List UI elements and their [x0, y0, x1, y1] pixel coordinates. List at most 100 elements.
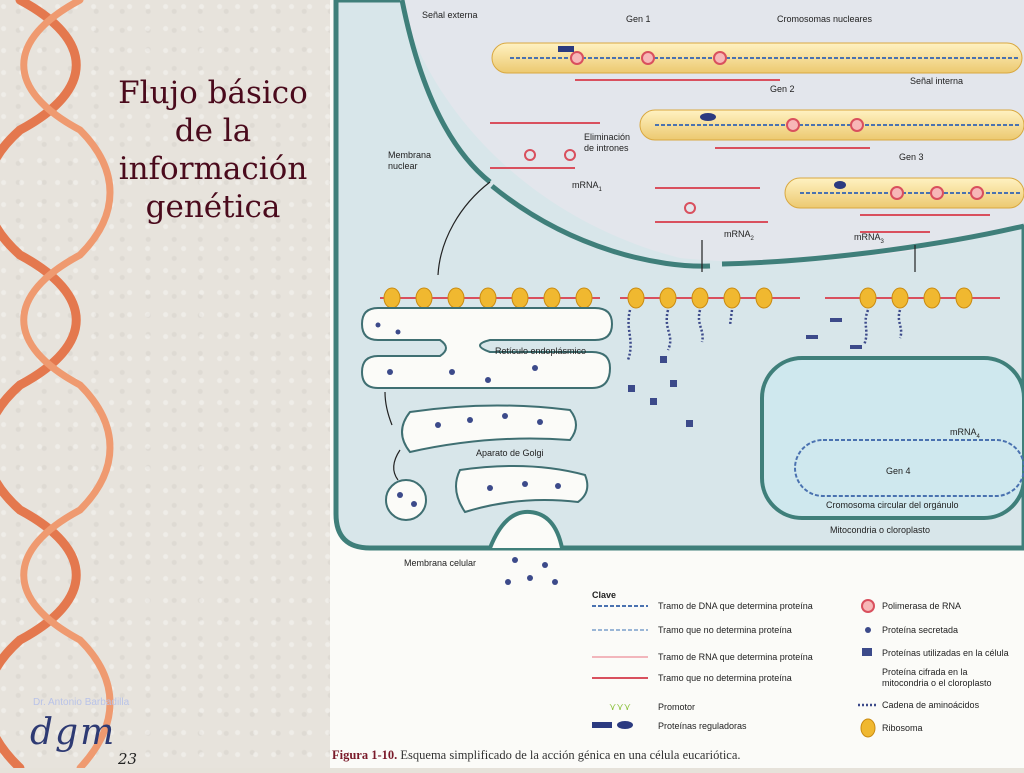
page-number: 23 [118, 750, 138, 768]
rna-polymerase [890, 186, 904, 200]
title-line: Flujo básico [118, 75, 308, 111]
ribosome [415, 287, 433, 309]
label-mrna1: mRNA1 [572, 180, 603, 193]
label-cromosomas: Cromosomas nucleares [777, 14, 873, 24]
label-mrna2: mRNA2 [724, 229, 755, 242]
author-credit: Dr. Antonio Barbadilla [33, 697, 130, 708]
ribosome [755, 287, 773, 309]
key-item: Tramo de DNA que determina proteína [658, 601, 813, 611]
slide-title: Flujo básico de la información genética [108, 74, 318, 226]
label-senal-externa: Señal externa [422, 10, 478, 20]
ribosome [659, 287, 677, 309]
cell-protein [650, 398, 657, 405]
vesicle-arrow [384, 391, 393, 426]
ribosome [447, 287, 465, 309]
paper-texture [0, 0, 330, 768]
ribosome [859, 287, 877, 309]
key-item: Tramo de RNA que determina proteína [658, 652, 813, 662]
secreted-protein [485, 377, 491, 383]
golgi-cisterna [455, 465, 589, 514]
dna-helix-decoration [0, 0, 114, 768]
secreted-protein [542, 562, 548, 568]
export-arrow [437, 181, 491, 276]
ribosome [511, 287, 529, 309]
gene-expression-figure: Señal externa Gen 1 Cromosomas nucleares… [330, 0, 1024, 768]
rna-polymerase [930, 186, 944, 200]
cell-protein [850, 345, 862, 349]
amino-acid-chain [862, 309, 870, 346]
ribosome [627, 287, 645, 309]
ribosome [383, 287, 401, 309]
label-gen3: Gen 3 [899, 152, 924, 162]
helix-strand-a [0, 0, 81, 768]
ribosome [479, 287, 497, 309]
key-title: Clave [592, 590, 616, 600]
rna-polymerase [850, 118, 864, 132]
secreted-protein [435, 422, 441, 428]
cell-protein [830, 318, 842, 322]
intron-loop [524, 149, 536, 161]
secreted-protein [397, 492, 403, 498]
left-panel: Flujo básico de la información genética … [0, 0, 330, 768]
ribosome [723, 287, 741, 309]
amino-acid-chain [697, 309, 704, 343]
key-promoter-icon: ⋎⋎⋎ [609, 702, 631, 713]
cell-protein [660, 356, 667, 363]
amino-acid-chain [728, 309, 734, 326]
intron-loop [564, 149, 576, 161]
ribosome [543, 287, 561, 309]
rna-polymerase [570, 51, 584, 65]
label-golgi: Aparato de Golgi [476, 448, 544, 458]
ribosome [575, 287, 593, 309]
dgm-logo: dgm [30, 712, 117, 753]
ribosome [691, 287, 709, 309]
key-item: Proteínas utilizadas en la célula [882, 648, 1009, 658]
title-line: de la [174, 113, 252, 149]
secreted-protein [512, 557, 518, 563]
golgi-cisterna [401, 404, 577, 454]
label-gen1: Gen 1 [626, 14, 651, 24]
vesicle-arrow [393, 449, 401, 481]
helix-strand-b [20, 0, 114, 768]
secreted-protein [375, 322, 381, 328]
label-gen4: Gen 4 [886, 466, 911, 476]
label-reticulo: Retículo endoplásmico [495, 346, 586, 356]
secreted-protein [387, 369, 393, 375]
regulatory-protein [700, 113, 716, 121]
mitochondrion [760, 356, 1024, 520]
secreted-protein [467, 417, 473, 423]
label-cromosoma-circular: Cromosoma circular del orgánulo [826, 500, 959, 510]
secreted-protein [555, 483, 561, 489]
cell-protein [670, 380, 677, 387]
rna-polymerase [970, 186, 984, 200]
secreted-protein [532, 365, 538, 371]
title-line: genética [145, 189, 281, 225]
rna-polymerase [786, 118, 800, 132]
secreted-protein [537, 419, 543, 425]
secreted-protein [449, 369, 455, 375]
key-regulatory-icon [617, 721, 633, 729]
secretory-vesicle [385, 479, 427, 521]
label-eliminacion: Eliminación [584, 132, 630, 142]
key-regulatory-icon [592, 722, 612, 728]
figure-key: Clave ⋎⋎⋎ Tramo de DNA que determina pro… [592, 590, 1009, 738]
key-secreted-protein-icon [865, 627, 871, 633]
key-item: Tramo que no determina proteína [658, 673, 792, 683]
label-senal-interna: Señal interna [910, 76, 963, 86]
key-organelle-protein-icon [864, 667, 870, 679]
key-item: Proteína secretada [882, 625, 958, 635]
secreted-protein [502, 413, 508, 419]
label-mitocondria: Mitocondria o cloroplasto [830, 525, 930, 535]
secreted-protein [487, 485, 493, 491]
nuclear-membrane-right [490, 184, 711, 269]
rna-polymerase [713, 51, 727, 65]
secreted-protein [552, 579, 558, 585]
label-membrana-nuclear2: nuclear [388, 161, 418, 171]
regulatory-protein [558, 46, 574, 52]
key-item: Proteína cifrada en la [882, 667, 968, 677]
title-line: información [118, 151, 308, 187]
label-mrna3: mRNA3 [854, 232, 885, 245]
caption-label: Figura 1-10. [332, 748, 398, 762]
label-gen2: Gen 2 [770, 84, 795, 94]
ribosome [891, 287, 909, 309]
